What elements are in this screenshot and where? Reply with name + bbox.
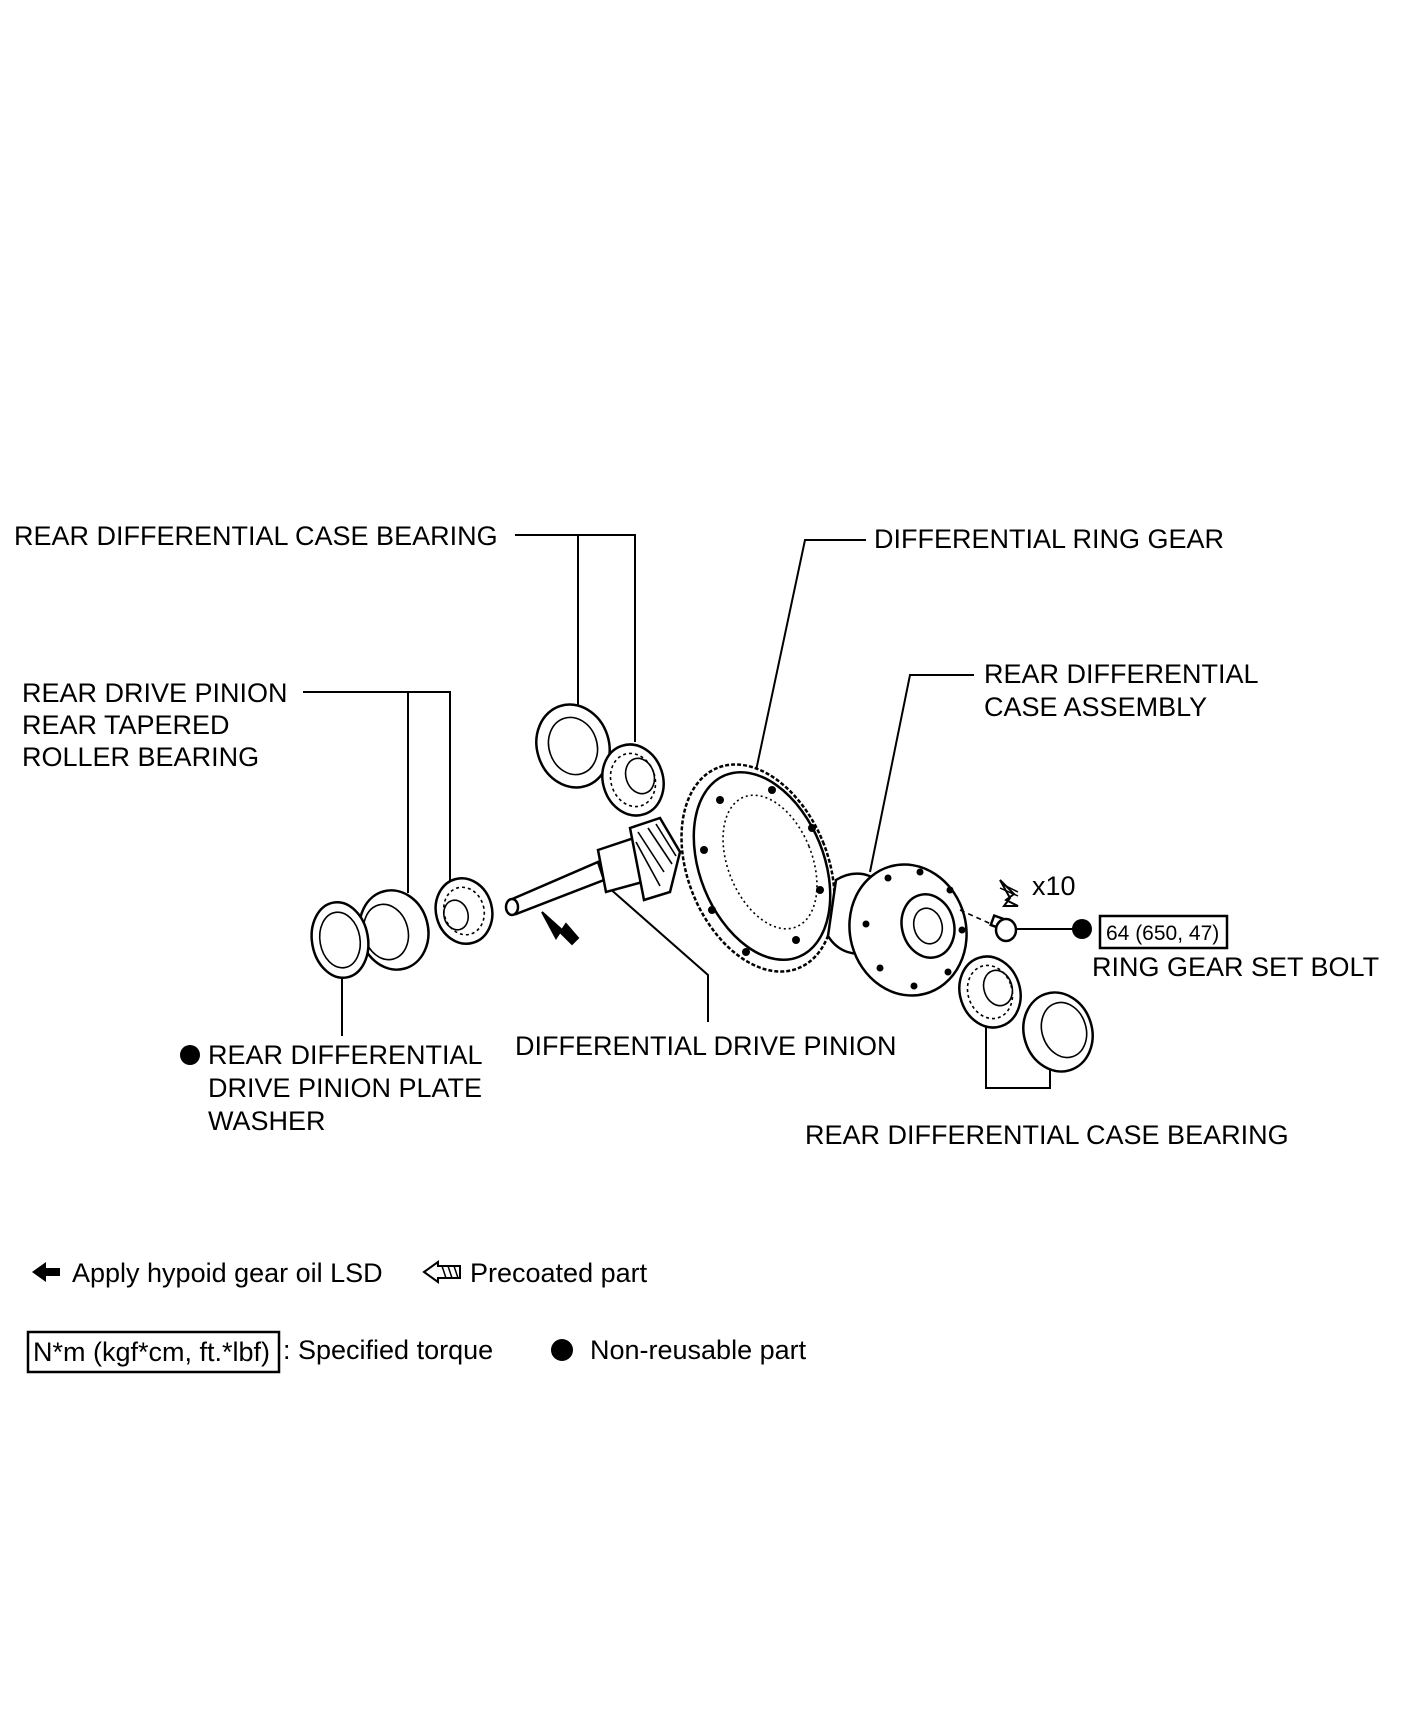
plate-washer — [310, 901, 370, 979]
label-pinion-bearing-1: REAR DRIVE PINION — [22, 678, 288, 708]
legend: Apply hypoid gear oil LSD Precoated part… — [26, 1258, 807, 1374]
label-pinion-bearing-2: REAR TAPERED — [22, 710, 230, 740]
case-bearing-race-top — [535, 703, 611, 789]
legend-torque-box — [26, 1330, 281, 1374]
nonreusable-dot-washer — [180, 1045, 200, 1065]
label-bolt-count: x10 — [1032, 871, 1076, 901]
case-bearing-cone-bottom — [958, 955, 1022, 1029]
nonreusable-dot-bolt — [1072, 919, 1092, 939]
label-case-bearing-top: REAR DIFFERENTIAL CASE BEARING — [14, 521, 498, 551]
label-case-assembly-2: CASE ASSEMBLY — [984, 692, 1207, 722]
pinion-bearing-cone — [434, 877, 494, 945]
legend-precoated-icon — [422, 1260, 461, 1284]
label-ring-gear-bolt: RING GEAR SET BOLT — [1092, 952, 1379, 982]
legend-torque-unit: N*m (kgf*cm, ft.*lbf) — [33, 1337, 270, 1367]
label-case-bearing-bottom: REAR DIFFERENTIAL CASE BEARING — [805, 1120, 1289, 1150]
torque-value: 64 (650, 47) — [1106, 922, 1219, 945]
legend-torque-desc: : Specified torque — [283, 1335, 493, 1365]
label-plate-washer-3: WASHER — [208, 1106, 326, 1136]
drive-pinion — [504, 816, 682, 917]
legend-oil-arrow-icon — [32, 1262, 60, 1282]
legend-nonreusable-dot — [551, 1339, 573, 1361]
label-ring-gear: DIFFERENTIAL RING GEAR — [874, 524, 1224, 554]
legend-precoated-text: Precoated part — [470, 1258, 648, 1288]
label-pinion-bearing-3: ROLLER BEARING — [22, 742, 259, 772]
label-drive-pinion: DIFFERENTIAL DRIVE PINION — [515, 1031, 897, 1061]
legend-nonreusable-text: Non-reusable part — [590, 1335, 807, 1365]
torque-box — [1098, 914, 1229, 950]
case-assembly — [826, 863, 1001, 997]
pinion-bearing-race — [358, 889, 430, 971]
label-plate-washer-2: DRIVE PINION PLATE — [208, 1073, 482, 1103]
case-bearing-cone-top — [601, 743, 665, 817]
label-case-assembly-1: REAR DIFFERENTIAL — [984, 659, 1259, 689]
label-plate-washer-1: REAR DIFFERENTIAL — [208, 1040, 483, 1070]
oil-arrow-icon — [541, 911, 580, 946]
ring-gear-set-bolt — [989, 913, 1018, 943]
legend-oil-text: Apply hypoid gear oil LSD — [72, 1258, 383, 1288]
ring-gear — [680, 763, 836, 973]
precoated-bolt-icon — [999, 879, 1019, 907]
case-bearing-race-bottom — [1022, 991, 1094, 1073]
